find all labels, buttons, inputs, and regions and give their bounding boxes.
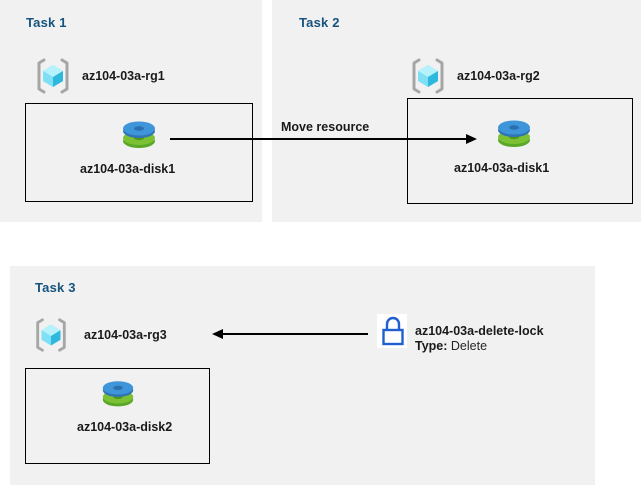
task2-panel [272, 0, 641, 222]
resource-group-icon [408, 56, 448, 96]
lock-type-line: Type: Delete [415, 339, 544, 354]
lock-arrow-line [223, 333, 368, 335]
move-resource-label: Move resource [281, 120, 370, 134]
task3-resource-box [25, 368, 210, 464]
task3-rg-label: az104-03a-rg3 [84, 328, 167, 342]
task3-title: Task 3 [35, 280, 76, 295]
managed-disk-icon [99, 376, 137, 414]
lock-type-key: Type: [415, 339, 448, 353]
task1-panel [0, 0, 262, 222]
task1-resource-box [25, 103, 253, 202]
task2-disk-label: az104-03a-disk1 [454, 161, 550, 175]
task1-disk-label: az104-03a-disk1 [80, 162, 176, 176]
move-resource-arrow-line [170, 138, 466, 140]
resource-group-icon [33, 56, 73, 96]
move-resource-arrow-head [466, 134, 477, 144]
resource-group-icon [32, 316, 70, 354]
task2-rg-label: az104-03a-rg2 [457, 69, 540, 83]
lock-info-block: az104-03a-delete-lock Type: Delete [415, 324, 544, 354]
managed-disk-icon [119, 116, 159, 156]
task2-title: Task 2 [299, 15, 340, 30]
lock-arrow-head [212, 329, 223, 339]
managed-disk-icon [494, 115, 534, 155]
task2-resource-box [407, 98, 633, 204]
lock-name: az104-03a-delete-lock [415, 324, 544, 338]
lock-type-value: Delete [450, 339, 488, 353]
task1-rg-label: az104-03a-rg1 [82, 69, 165, 83]
lock-icon [379, 316, 407, 347]
task3-disk-label: az104-03a-disk2 [77, 420, 173, 434]
task3-panel [10, 266, 595, 485]
task1-title: Task 1 [26, 15, 67, 30]
